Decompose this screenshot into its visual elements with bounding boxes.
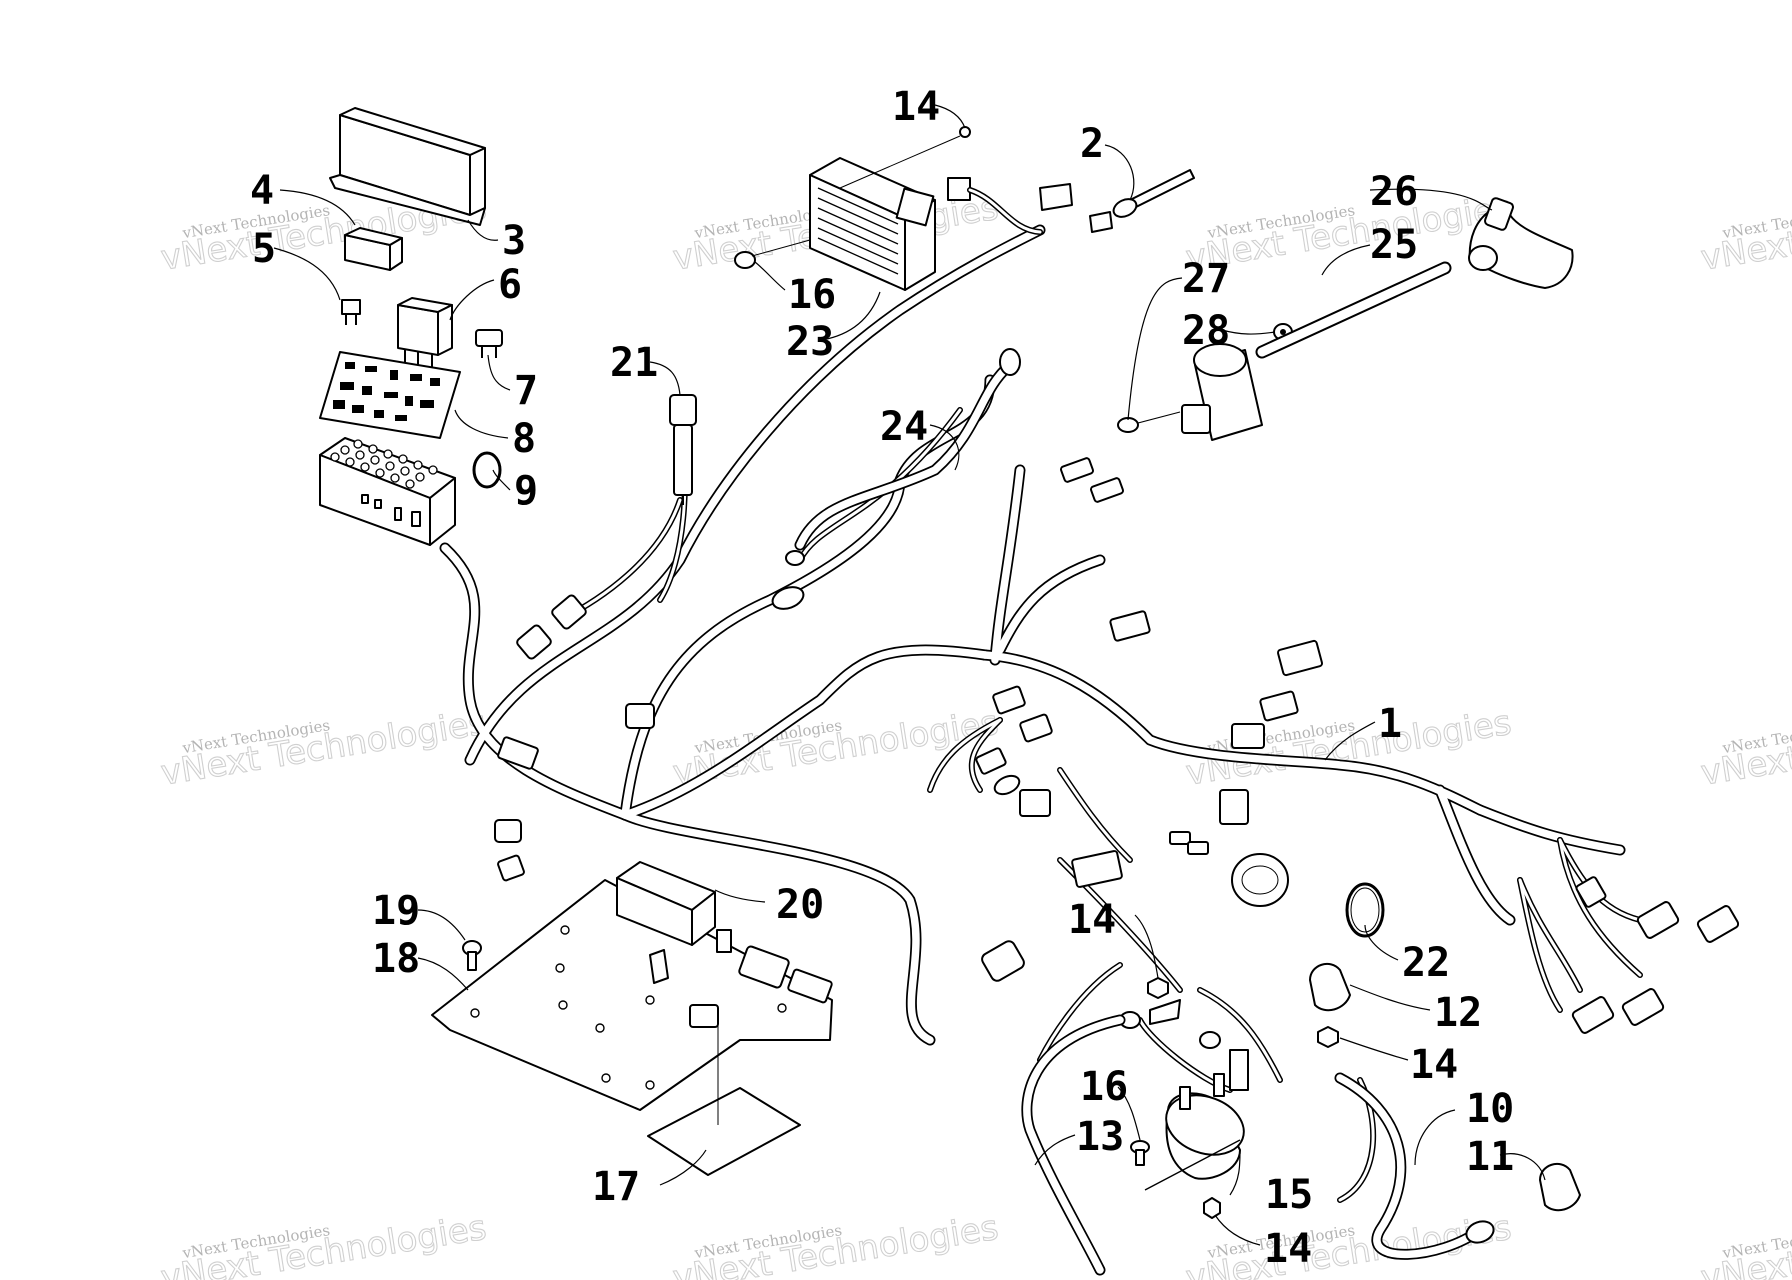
screw xyxy=(1130,1140,1150,1166)
blade-fuse xyxy=(475,329,503,358)
retaining-clip xyxy=(472,451,502,489)
solenoid-terminal xyxy=(1119,999,1249,1091)
watermark: vNext Technologies vNext Technologies xyxy=(670,1207,1002,1280)
callout-28: 28 xyxy=(1182,308,1230,354)
watermark: vNext Technologies vNext Technologies xyxy=(158,1207,490,1280)
callout-labels: 1 2 3 4 5 6 7 8 9 10 11 12 13 14 14 14 1… xyxy=(250,84,1514,1272)
push-rivet xyxy=(462,940,482,971)
panel-decal xyxy=(647,1012,801,1176)
callout-16-solenoid: 16 xyxy=(1080,1064,1128,1110)
nut xyxy=(1147,977,1339,1219)
control-module xyxy=(616,861,732,953)
main-wiring-harness xyxy=(439,224,1643,1203)
panel-connector xyxy=(689,945,833,1028)
callout-23: 23 xyxy=(786,319,834,365)
watermark: vNext Technologies vNext Technologies xyxy=(670,702,1002,794)
regulator-connector xyxy=(967,183,1113,235)
callout-10: 10 xyxy=(1466,1086,1514,1132)
callout-9: 9 xyxy=(514,468,538,514)
battery-cable-negative xyxy=(1021,1014,1126,1276)
ignition-coil xyxy=(1117,343,1263,441)
hose-clamp xyxy=(1345,882,1385,938)
callout-15: 15 xyxy=(1265,1172,1313,1218)
callout-25: 25 xyxy=(1370,222,1418,268)
watermark: vNext Technologies vNext Technologies xyxy=(1698,187,1792,279)
relay-large xyxy=(397,297,453,378)
callout-17: 17 xyxy=(592,1164,640,1210)
callout-26: 26 xyxy=(1370,169,1418,215)
callout-18: 18 xyxy=(372,936,420,982)
battery-cable-positive xyxy=(1334,1072,1495,1260)
callout-7: 7 xyxy=(514,368,538,414)
inline-connector xyxy=(516,594,587,660)
watermark: vNext Technologies vNext Technologies xyxy=(1698,1207,1792,1280)
voltage-regulator xyxy=(809,126,971,291)
ground-wire xyxy=(771,348,1021,610)
relay-small xyxy=(344,227,403,271)
fuse-block xyxy=(319,437,456,546)
callout-16-regulator: 16 xyxy=(788,272,836,318)
coil-connector xyxy=(1060,457,1124,503)
fuse-label-decal xyxy=(319,351,461,439)
callout-21: 21 xyxy=(610,340,658,386)
harness-connector-group xyxy=(494,610,1324,982)
spark-plug-cap xyxy=(1468,197,1574,289)
callout-3: 3 xyxy=(502,218,526,264)
callout-27: 27 xyxy=(1182,256,1230,302)
callout-14-bottom: 14 xyxy=(1264,1226,1312,1272)
callout-6: 6 xyxy=(498,262,522,308)
fuse-box-cover xyxy=(329,107,486,226)
callout-2: 2 xyxy=(1080,121,1104,167)
right-branch-connectors xyxy=(1571,876,1740,1034)
mini-fuse xyxy=(341,299,361,325)
bolt xyxy=(734,239,811,269)
callout-leaders xyxy=(273,104,1546,1246)
sensor xyxy=(669,394,697,505)
callout-14-boot: 14 xyxy=(1410,1042,1458,1088)
callout-20: 20 xyxy=(776,882,824,928)
callout-14-solenoid: 14 xyxy=(1068,897,1116,943)
terminal-boot xyxy=(1309,962,1581,1212)
callout-1: 1 xyxy=(1378,701,1402,747)
ring-terminal xyxy=(1112,169,1195,218)
spark-plug-wire xyxy=(1255,261,1452,359)
callout-4: 4 xyxy=(250,168,274,214)
callout-24: 24 xyxy=(880,404,928,450)
callout-22: 22 xyxy=(1402,940,1450,986)
watermark: vNext Technologies vNext Technologies xyxy=(158,702,490,794)
callout-5: 5 xyxy=(252,226,276,272)
starter-solenoid xyxy=(1144,1073,1245,1191)
callout-12: 12 xyxy=(1434,990,1482,1036)
watermark: vNext Technologies vNext Technologies xyxy=(1698,702,1792,794)
callout-13: 13 xyxy=(1076,1114,1124,1160)
watermark: vNext Technologies vNext Technologies xyxy=(1183,187,1515,279)
callout-14-top: 14 xyxy=(892,84,940,130)
callout-11: 11 xyxy=(1466,1134,1514,1180)
callout-19: 19 xyxy=(372,888,420,934)
callout-8: 8 xyxy=(512,416,536,462)
